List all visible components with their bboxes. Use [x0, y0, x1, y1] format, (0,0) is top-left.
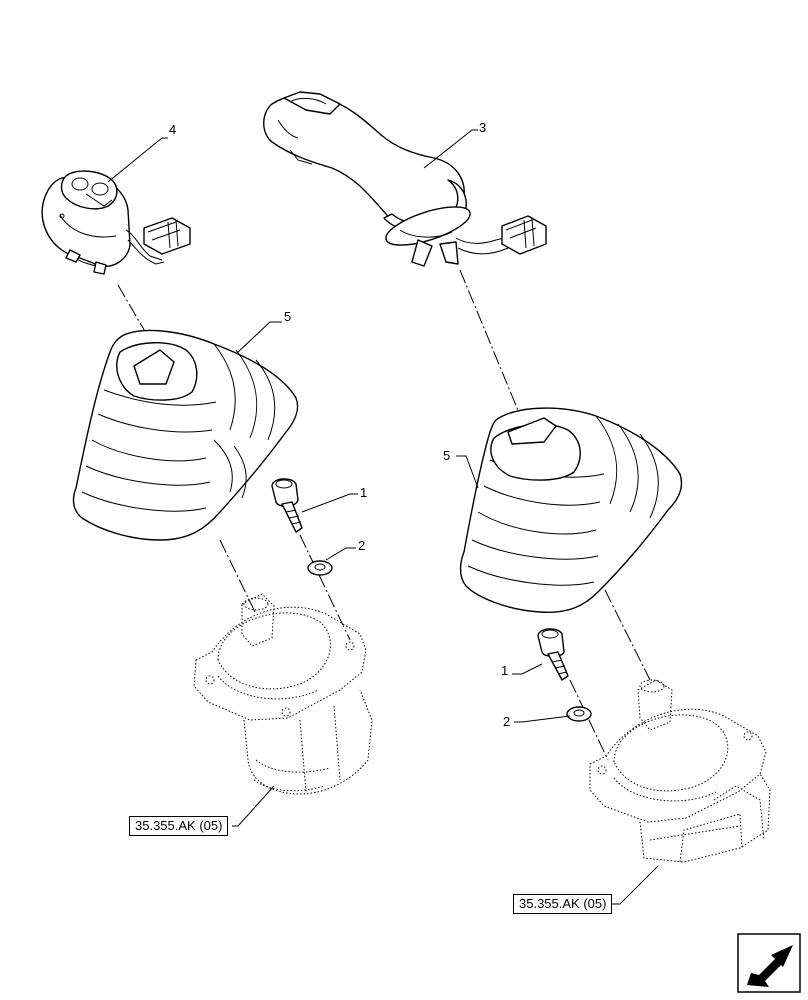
- leader-4: [107, 137, 168, 183]
- arrow-nav-icon[interactable]: [737, 933, 801, 993]
- centerline-left-lower: [219, 539, 256, 613]
- centerline-right-lower: [604, 589, 651, 681]
- callout-1-left: 1: [360, 485, 367, 500]
- leader-ref-right: [612, 865, 659, 905]
- leader-3: [423, 129, 478, 169]
- reference-label-right[interactable]: 35.355.AK (05): [513, 894, 613, 914]
- centerline-left-bolt: [299, 534, 351, 641]
- leader-5-left: [235, 321, 282, 355]
- bolt-left: [271, 478, 303, 533]
- callout-4: 4: [169, 122, 176, 137]
- callout-5-right: 5: [443, 448, 450, 463]
- callout-1-right: 1: [501, 663, 508, 678]
- washer-left: [307, 560, 333, 576]
- leader-1-left: [301, 493, 358, 513]
- centerline-right-bolt: [569, 679, 609, 761]
- valve-base-left: [193, 593, 373, 795]
- washer-right: [566, 706, 592, 722]
- callout-2-right: 2: [503, 714, 510, 729]
- reference-label-left[interactable]: 35.355.AK (05): [129, 816, 229, 836]
- leader-5-right: [456, 455, 479, 489]
- small-joystick-handle: [41, 170, 191, 275]
- centerline-right-upper: [459, 269, 523, 421]
- leader-ref-left: [232, 785, 275, 827]
- leader-2-right: [514, 715, 571, 723]
- callout-5-left: 5: [284, 309, 291, 324]
- large-joystick-grip: [263, 91, 547, 267]
- bolt-right: [537, 628, 569, 681]
- leader-1-right: [512, 663, 543, 675]
- callout-2-left: 2: [358, 538, 365, 553]
- leader-2-left: [325, 547, 356, 561]
- valve-base-right: [589, 679, 771, 863]
- rubber-boot-left: [72, 329, 299, 541]
- rubber-boot-right: [459, 407, 683, 614]
- callout-3: 3: [479, 120, 486, 135]
